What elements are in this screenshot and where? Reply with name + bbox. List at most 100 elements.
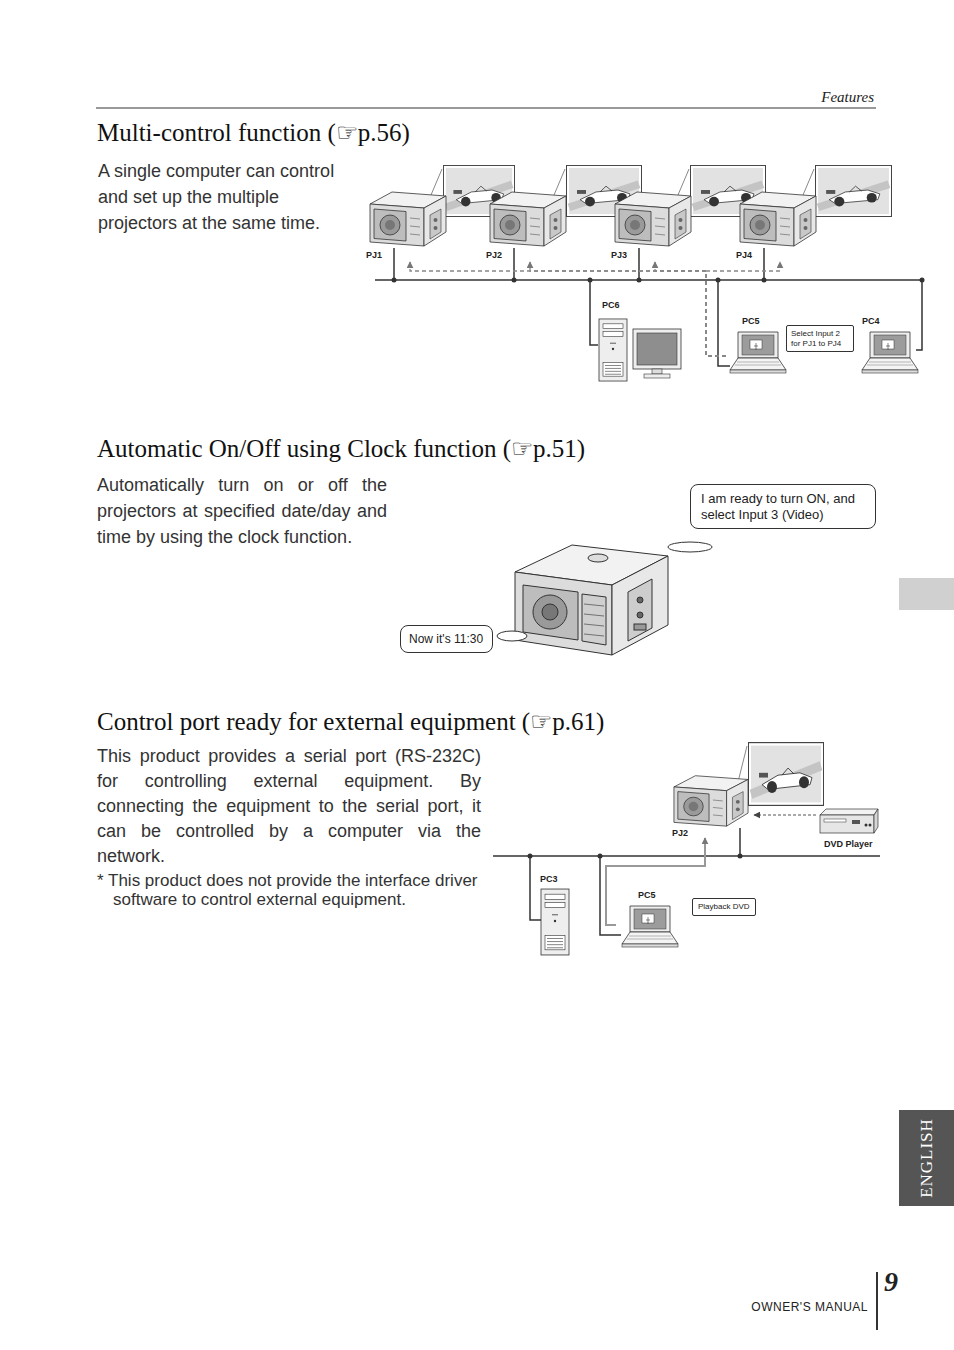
- tower-icon-part: [612, 348, 614, 350]
- side-tab: [899, 578, 954, 610]
- proj-icon-part: [727, 779, 748, 826]
- proj-icon-part: [675, 209, 686, 239]
- laptop-icon-part: [742, 335, 774, 355]
- projector-illustration-part: [637, 597, 643, 603]
- proj-icon-part: [410, 234, 420, 235]
- proj-icon-part: [780, 218, 790, 219]
- laptop-computer: PC5: [616, 890, 682, 948]
- proj-icon-part: [669, 196, 691, 246]
- network-wires-part: [493, 855, 880, 857]
- device-label: PC4: [862, 316, 880, 326]
- dvd-player: DVD Player: [816, 805, 882, 851]
- page-number: 9: [884, 1266, 898, 1298]
- header-rule: [96, 108, 876, 109]
- proj-icon-part: [630, 220, 640, 230]
- network-wires-part: [600, 856, 621, 935]
- proj-icon-part: [684, 797, 704, 816]
- network-junctions-part: [716, 278, 721, 283]
- footer-text: OWNER'S MANUAL: [700, 1300, 868, 1314]
- tower-icon-part: [605, 368, 621, 369]
- projector-illustration-part: [584, 604, 604, 606]
- network-wires-part: [718, 280, 730, 366]
- network-wires-part: [530, 856, 541, 920]
- footer-rule: [876, 1272, 878, 1330]
- proj-icon: [368, 188, 448, 248]
- projected-screens-part: [554, 169, 565, 195]
- footnote: * This product does not provide the inte…: [97, 871, 481, 909]
- dvd-icon-part: [820, 809, 878, 815]
- speech-bubble: Now it's 11:30: [400, 625, 493, 653]
- network-wires-part: [393, 248, 395, 280]
- proj-icon-part: [530, 226, 540, 227]
- projector-illustration-part: [637, 612, 643, 618]
- projector-illustration-part: [628, 579, 652, 641]
- thought-bubbles-part: [668, 542, 712, 552]
- network-junctions-part: [598, 854, 603, 859]
- network-wires-part: [590, 280, 598, 345]
- body-text: This product provides a serial port (RS-…: [97, 744, 481, 869]
- proj-icon-part: [615, 204, 669, 246]
- projector-illustration-part: [533, 595, 567, 629]
- running-header: Features: [700, 88, 874, 106]
- text-column: This product provides a serial port (RS-…: [97, 744, 481, 909]
- tower-icon-part: [599, 319, 627, 381]
- callout-text: Now it's 11:30: [409, 632, 484, 646]
- laptop-icon-part: [630, 906, 670, 932]
- projector-illustration-part: [612, 556, 668, 655]
- laptop-icon-part: [730, 358, 786, 370]
- device-label: PC5: [638, 890, 656, 900]
- tower-icon-part: [547, 944, 563, 945]
- network-wires-part: [375, 279, 924, 281]
- proj-icon: [488, 188, 568, 248]
- projector-illustration-part: [584, 624, 604, 626]
- proj-icon-part: [750, 215, 770, 235]
- proj-icon-part: [494, 209, 526, 241]
- dvd-icon: [818, 807, 880, 837]
- laptop-icon: [620, 904, 680, 948]
- desktop-computer: PC3: [536, 874, 576, 958]
- proj-icon-part: [410, 226, 420, 227]
- proj-icon-part: [655, 234, 665, 235]
- tower-icon-part: [545, 935, 565, 949]
- projector: PJ3: [609, 188, 695, 262]
- network-junctions-part: [528, 854, 533, 859]
- laptop-icon-part: [869, 362, 911, 363]
- laptop-icon-part: [627, 939, 673, 940]
- network-wires-part: [916, 280, 922, 350]
- thought-bubbles: [497, 542, 712, 641]
- proj-icon-part: [490, 204, 544, 246]
- tower-icon-part: [603, 332, 623, 337]
- projector: PJ2: [668, 772, 754, 838]
- laptop-icon-part: [735, 365, 781, 366]
- laptop-icon-part: [750, 340, 762, 349]
- projector: PJ1: [364, 188, 450, 262]
- desktop-computer: PC6: [596, 300, 684, 384]
- proj-icon-part: [713, 807, 723, 809]
- projected-screens-part: [749, 743, 824, 806]
- projector-illustration: [515, 545, 668, 655]
- proj-icon: [613, 188, 693, 248]
- laptop-icon-part: [862, 358, 918, 370]
- network-junctions-part: [512, 278, 517, 283]
- callout-box: Select Input 2 for PJ1 to PJ4: [786, 325, 854, 352]
- proj-icon-part: [804, 218, 808, 222]
- laptop-icon-part: [634, 909, 666, 929]
- device-label: PJ4: [736, 250, 752, 260]
- device-label: PJ2: [672, 828, 688, 838]
- network-junctions-part: [588, 278, 593, 283]
- body-text: Automatically turn on or off the project…: [97, 472, 387, 550]
- proj-icon-part: [780, 226, 790, 227]
- proj-icon-part: [544, 196, 566, 246]
- proj-icon-part: [732, 792, 743, 820]
- network-wires-part: [739, 828, 741, 856]
- projector-illustration-part: [634, 624, 646, 630]
- device-label: PJ3: [611, 250, 627, 260]
- projected-screens-part: [678, 169, 689, 195]
- proj-icon-part: [755, 220, 765, 230]
- tower-icon-part: [552, 914, 558, 915]
- proj-icon-part: [385, 220, 395, 230]
- laptop-icon: [728, 330, 788, 374]
- projector-illustration-part: [584, 634, 604, 636]
- proj-icon-part: [713, 800, 723, 802]
- network-junctions-part: [920, 278, 925, 283]
